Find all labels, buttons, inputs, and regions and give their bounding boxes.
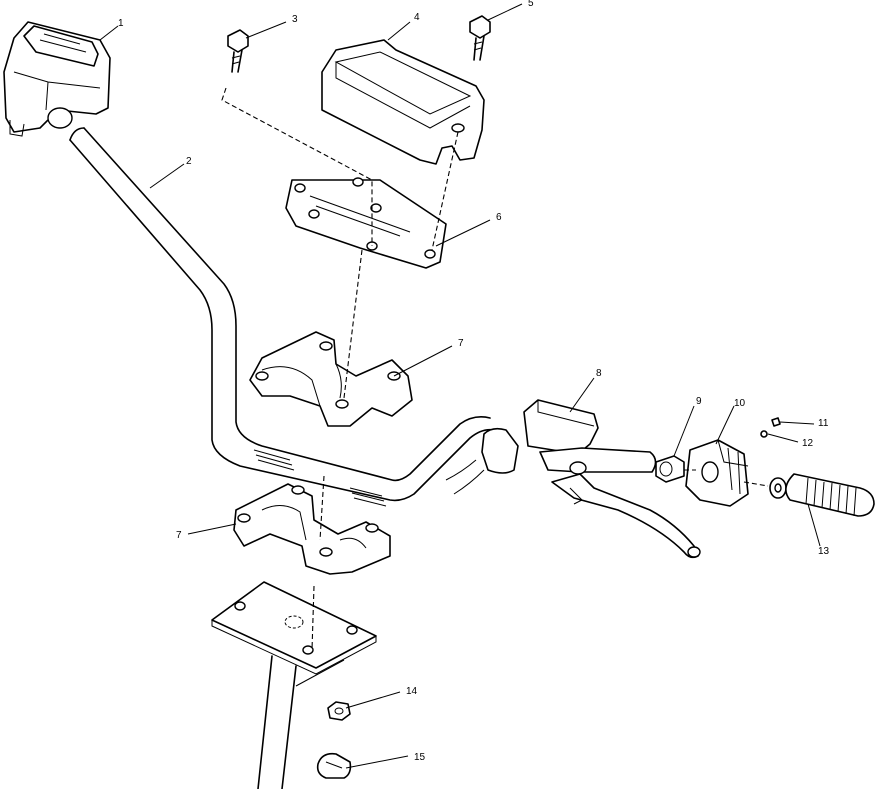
mounting-plate-part[interactable] [285,177,447,269]
callout-12: 12 [802,438,814,449]
screw-11-part[interactable] [771,417,781,427]
callout-3: 3 [292,14,298,25]
callout-14: 14 [406,686,418,697]
callout-11: 11 [818,418,829,429]
callout-8: 8 [596,368,602,379]
callout-7-upper: 7 [458,338,464,349]
callout-2: 2 [186,156,192,167]
callout-6: 6 [496,212,502,223]
callout-13: 13 [818,546,830,557]
handlebar-cover-part[interactable] [321,39,485,165]
assembly-lines [221,87,769,651]
leader-lines [99,3,821,769]
callout-labels: 1 2 3 4 5 6 7 7 8 9 10 11 12 13 14 15 [118,0,830,763]
steering-post-plate [211,581,377,789]
grip-part[interactable] [769,473,875,517]
master-cylinder-part[interactable] [481,399,701,559]
callout-7-lower: 7 [176,530,182,541]
callout-15: 15 [414,752,426,763]
callout-10: 10 [734,398,746,409]
upper-clamp-part[interactable] [249,331,413,427]
bolt-5-part[interactable] [469,15,491,61]
bolt-3-part[interactable] [227,29,249,73]
callout-4: 4 [414,12,420,23]
spacer-part[interactable] [655,455,685,483]
throttle-control-part[interactable] [685,439,749,507]
nut-part[interactable] [327,701,351,721]
callout-5: 5 [528,0,534,9]
washer-12-part[interactable] [760,430,768,438]
throttle-housing-part[interactable] [3,21,111,137]
callout-9: 9 [696,396,702,407]
handlebar-part[interactable] [69,127,495,507]
cable-clamp-part[interactable] [316,752,352,779]
lower-clamp-part[interactable] [233,483,391,575]
callout-1: 1 [118,18,124,29]
